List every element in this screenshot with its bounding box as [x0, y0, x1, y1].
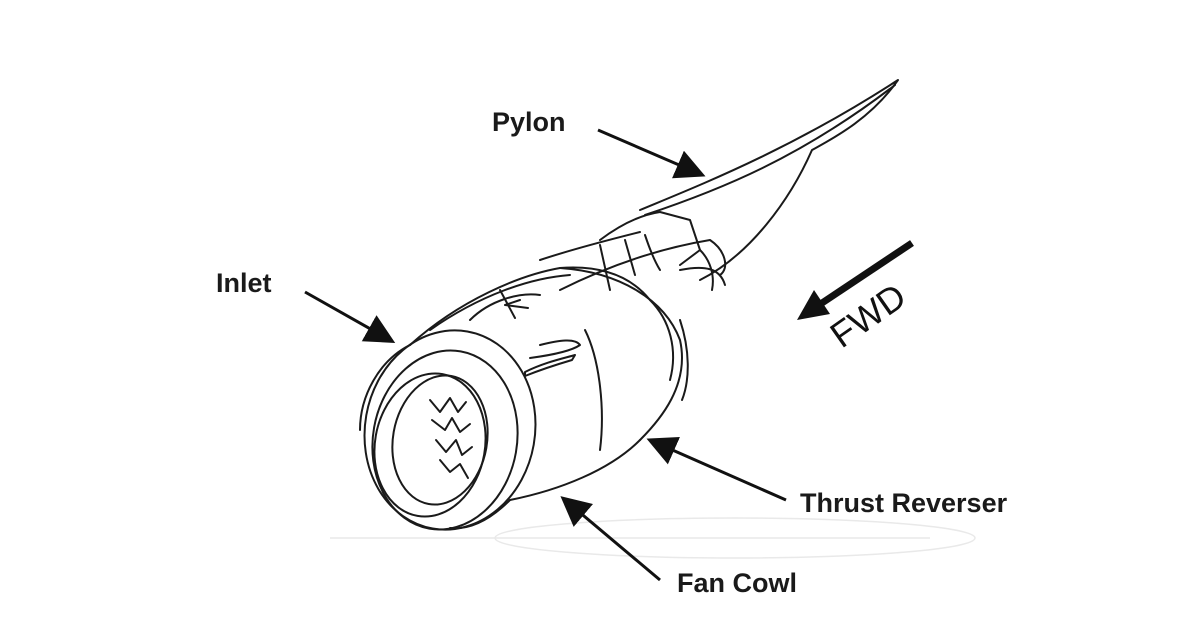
inlet-ring — [359, 329, 537, 531]
leader-arrows — [304, 128, 787, 582]
pylon-shape — [539, 79, 899, 291]
ground-shadow — [330, 517, 976, 559]
nacelle-body — [409, 266, 689, 501]
thrust-reverser-label: Thrust Reverser — [800, 488, 1008, 518]
inlet-label: Inlet — [216, 268, 272, 298]
pylon-label: Pylon — [492, 107, 566, 137]
thrust-reverser-arrow — [646, 436, 787, 502]
engine-drawing — [359, 79, 899, 531]
fan-cowl-arrow — [560, 496, 661, 582]
fan-cowl-label: Fan Cowl — [677, 568, 797, 598]
inlet-arrow — [304, 290, 396, 343]
pylon-arrow — [597, 128, 706, 179]
forward-direction-arrow — [797, 240, 914, 320]
